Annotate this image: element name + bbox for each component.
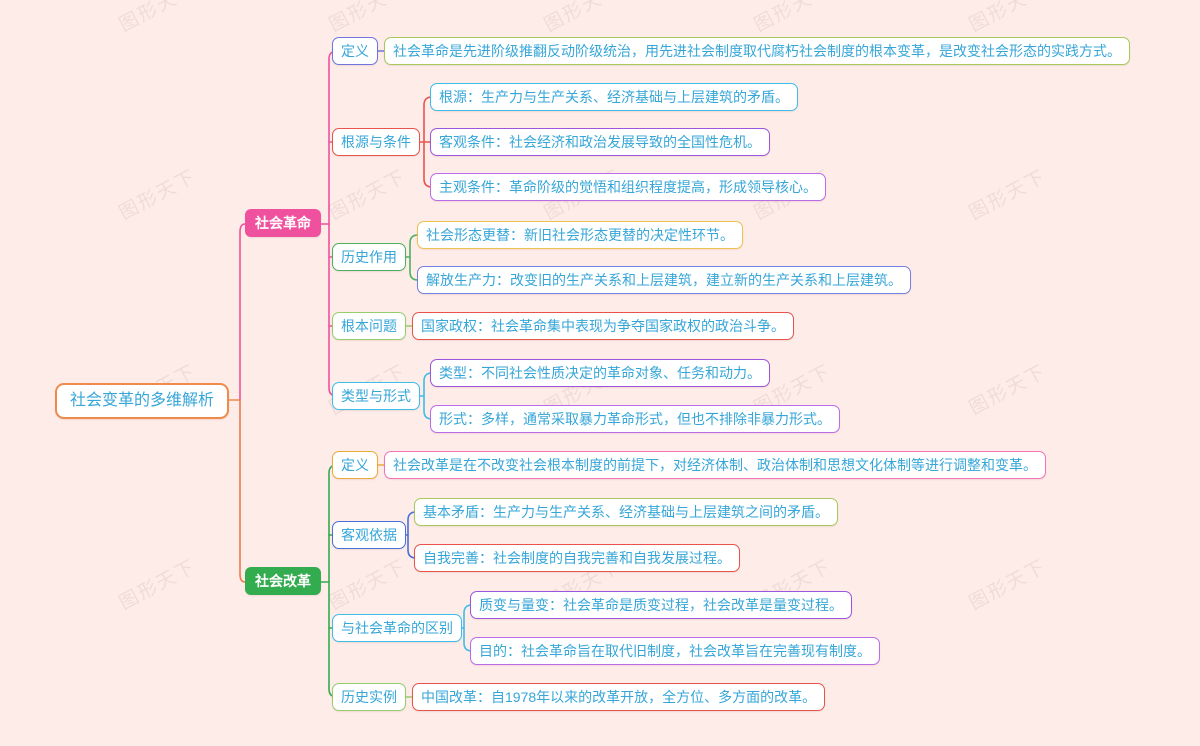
topic-difference-from-revolution[interactable]: 与社会革命的区别 (332, 614, 462, 642)
topic-roots-and-conditions[interactable]: 根源与条件 (332, 128, 420, 156)
connector (463, 604, 473, 652)
connector (409, 234, 419, 281)
connector (423, 372, 433, 420)
leaf-purpose-difference[interactable]: 目的：社会革命旨在取代旧制度，社会改革旨在完善现有制度。 (470, 637, 880, 665)
topic-fundamental-issue[interactable]: 根本问题 (332, 312, 406, 340)
leaf-qualitative-vs-quantitative[interactable]: 质变与量变：社会革命是质变过程，社会改革是量变过程。 (470, 591, 852, 619)
leaf-revolution-definition-text[interactable]: 社会革命是先进阶级推翻反动阶级统治，用先进社会制度取代腐朽社会制度的根本变革，是… (384, 37, 1130, 65)
connector (239, 399, 246, 583)
topic-revolution-definition[interactable]: 定义 (332, 37, 378, 65)
leaf-revolution-form[interactable]: 形式：多样，通常采取暴力革命形式，但也不排除非暴力形式。 (430, 405, 840, 433)
leaf-social-form-replacement[interactable]: 社会形态更替：新旧社会形态更替的决定性环节。 (417, 221, 743, 249)
branch-social-revolution[interactable]: 社会革命 (245, 209, 321, 237)
leaf-state-power[interactable]: 国家政权：社会革命集中表现为争夺国家政权的政治斗争。 (412, 312, 794, 340)
leaf-root-cause[interactable]: 根源：生产力与生产关系、经济基础与上层建筑的矛盾。 (430, 83, 798, 111)
leaf-liberate-productivity[interactable]: 解放生产力：改变旧的生产关系和上层建筑，建立新的生产关系和上层建筑。 (417, 266, 911, 294)
leaf-objective-condition[interactable]: 客观条件：社会经济和政治发展导致的全国性危机。 (430, 128, 770, 156)
connector (407, 511, 417, 559)
leaf-subjective-condition[interactable]: 主观条件：革命阶级的觉悟和组织程度提高，形成领导核心。 (430, 173, 826, 201)
leaf-china-reform[interactable]: 中国改革：自1978年以来的改革开放，全方位、多方面的改革。 (412, 683, 826, 711)
leaf-self-improvement[interactable]: 自我完善：社会制度的自我完善和自我发展过程。 (414, 544, 740, 572)
leaf-basic-contradiction[interactable]: 基本矛盾：生产力与生产关系、经济基础与上层建筑之间的矛盾。 (414, 498, 838, 526)
connector (328, 50, 338, 397)
topic-historical-example[interactable]: 历史实例 (332, 683, 406, 711)
leaf-revolution-type[interactable]: 类型：不同社会性质决定的革命对象、任务和动力。 (430, 359, 770, 387)
topic-reform-definition[interactable]: 定义 (332, 451, 378, 479)
connector (239, 223, 246, 401)
topic-historical-role[interactable]: 历史作用 (332, 243, 406, 271)
connector (328, 464, 338, 698)
root-node[interactable]: 社会变革的多维解析 (55, 383, 230, 419)
topic-types-and-forms[interactable]: 类型与形式 (332, 382, 420, 410)
topic-objective-basis[interactable]: 客观依据 (332, 521, 406, 549)
leaf-reform-definition-text[interactable]: 社会改革是在不改变社会根本制度的前提下，对经济体制、政治体制和思想文化体制等进行… (384, 451, 1046, 479)
branch-social-reform[interactable]: 社会改革 (245, 567, 321, 595)
